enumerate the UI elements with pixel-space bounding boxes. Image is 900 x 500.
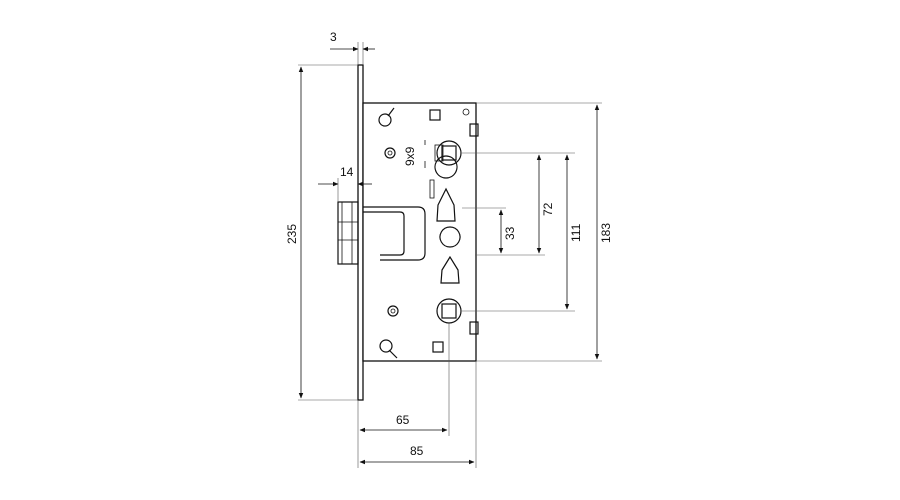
faceplate	[357, 64, 364, 401]
upper-follower	[436, 140, 462, 166]
dim-235-label: 235	[285, 224, 299, 244]
upper-cylinder-slot	[429, 179, 435, 199]
top-small-circle	[462, 108, 470, 116]
bottom-pin	[388, 349, 398, 359]
latch-bolt	[337, 201, 359, 265]
dim-111-label: 111	[569, 223, 583, 242]
dim-14-label: 14	[340, 165, 354, 179]
upper-cylinder-hole	[434, 155, 458, 222]
upper-screw-hole	[384, 147, 396, 159]
top-mount-hole	[378, 113, 392, 127]
lock-case	[362, 102, 477, 362]
side-tab-bottom	[469, 321, 479, 335]
bottom-square-hole	[432, 341, 444, 353]
bottom-mount-hole	[379, 339, 393, 353]
upper-screw-center	[387, 150, 393, 156]
side-tab-top	[469, 123, 479, 137]
latch-spring	[363, 206, 426, 261]
lower-screw-center	[390, 308, 396, 314]
lower-cylinder-hole	[439, 226, 461, 284]
top-pin	[387, 107, 395, 117]
dim-65-label: 65	[396, 413, 410, 427]
dim-3-label: 3	[330, 30, 337, 44]
dim-33-label: 33	[503, 226, 517, 240]
lower-screw-hole	[387, 305, 399, 317]
lower-follower-square	[441, 303, 457, 319]
upper-follower-inner	[434, 144, 444, 162]
top-square-hole	[429, 109, 441, 121]
dim-9x9-label: 9x9	[403, 146, 417, 166]
upper-follower-square	[441, 145, 457, 161]
dim-72-label: 72	[541, 202, 555, 216]
dim-85-label: 85	[410, 444, 424, 458]
dim-183-label: 183	[599, 223, 613, 243]
